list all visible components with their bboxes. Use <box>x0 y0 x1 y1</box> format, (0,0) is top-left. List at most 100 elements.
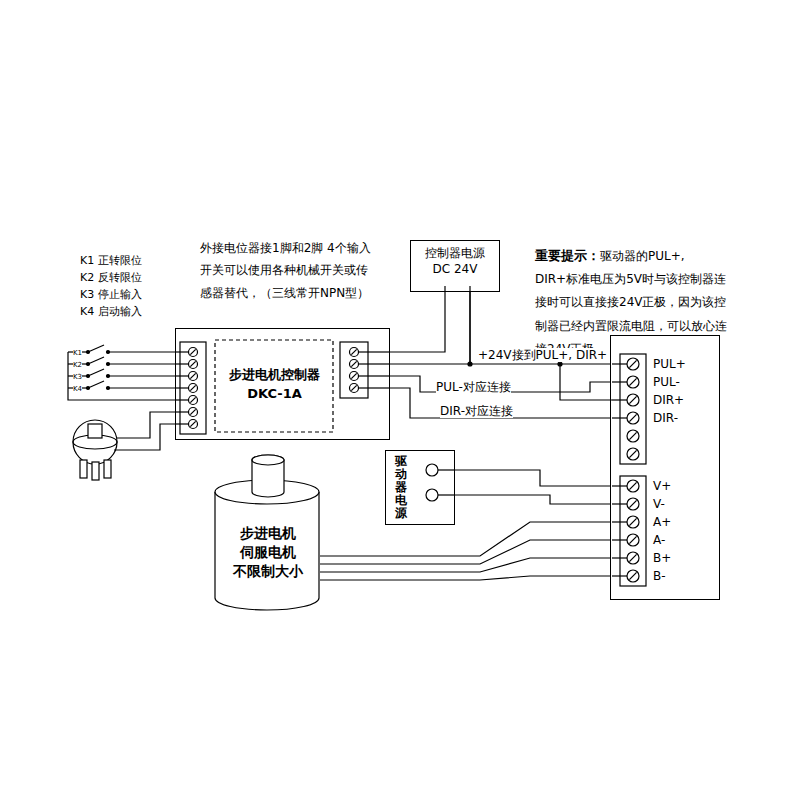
screw-slot <box>190 361 195 366</box>
switch-label-holder: K4 <box>73 377 82 395</box>
wiring-note-holder: 外接电位器接1脚和2脚 4个输入开关可以使用各种机械开关或传感器替代，（三线常开… <box>200 236 372 303</box>
switch-contact <box>87 387 90 390</box>
input-legend-line-holder: K2 反转限位 <box>80 267 200 285</box>
screw-slot <box>190 385 195 390</box>
switch-blade <box>88 381 104 388</box>
wire-label: PUL-对应连接 <box>436 380 511 394</box>
switch-blade <box>88 357 104 364</box>
driver-box: PUL+PUL-DIR+DIR-V+V-A+A-B+B- <box>610 335 720 600</box>
terminal-screw <box>189 384 198 393</box>
switch-contact <box>107 387 110 390</box>
switch-contact <box>87 375 90 378</box>
driver-power-box: 驱动器电源 <box>385 450 455 525</box>
wire <box>320 576 610 580</box>
terminal-lead <box>359 363 390 364</box>
terminal-screw <box>189 372 198 381</box>
pin-name: PUL+ <box>653 356 686 372</box>
screw-slot <box>190 349 195 354</box>
pin-name: PUL- <box>653 374 680 390</box>
screw-slot <box>351 373 356 378</box>
terminal-screw <box>426 489 438 501</box>
potentiometer-pin <box>92 462 99 480</box>
terminal-screw <box>189 420 198 429</box>
screw-slot <box>629 396 636 403</box>
terminal-screw <box>350 372 359 381</box>
motor: 步进电机 伺服电机 不限制大小 <box>215 505 320 600</box>
pin-name: DIR+ <box>653 392 684 408</box>
wire-label: DIR-对应连接 <box>440 404 513 418</box>
input-legend-line: K3 停止输入 <box>80 288 142 301</box>
terminal-lead <box>175 351 188 352</box>
notice-text: 驱动器的PUL+, DIR+标准电压为5V时与该控制器连接时可以直接接24V正极… <box>535 249 727 356</box>
node-text: 驱动器电源 <box>395 455 407 521</box>
screw-slot <box>190 409 195 414</box>
screw-slot <box>351 385 356 390</box>
screw-slot <box>629 414 636 421</box>
terminal-screw <box>627 534 639 546</box>
wire <box>390 292 445 352</box>
potentiometer-knob <box>88 424 102 438</box>
potentiometer-wire <box>114 424 175 450</box>
terminal-lead <box>612 575 627 576</box>
terminal-screw <box>627 570 639 582</box>
power-box: 控制器电源 DC 24V <box>410 240 500 292</box>
screw-slot <box>629 450 636 457</box>
terminal-screw <box>627 430 639 442</box>
terminal-lead <box>359 387 390 388</box>
terminal-screw <box>627 516 639 528</box>
switch-wire <box>108 375 175 376</box>
motor-shaft <box>252 455 284 497</box>
wire-label-holder: +24V接到PUL+, DIR+ <box>478 345 607 363</box>
wire-label-holder: PUL-对应连接 <box>436 377 511 395</box>
screw-slot <box>190 397 195 402</box>
notice-block: 重要提示：驱动器的PUL+, DIR+标准电压为5V时与该控制器连接时可以直接接… <box>535 243 727 359</box>
terminal-lead <box>359 375 390 376</box>
switch-label-holder: K2 <box>73 353 82 371</box>
terminal-lead <box>612 557 627 558</box>
motor-body <box>215 492 319 610</box>
screw-slot <box>629 572 636 579</box>
potentiometer-wire <box>117 412 175 438</box>
switch-wire <box>108 351 175 352</box>
potentiometer-pin <box>104 460 111 478</box>
screw-slot <box>190 373 195 378</box>
pin-name: V- <box>653 496 665 512</box>
terminal-screw <box>627 480 639 492</box>
switch-contact <box>107 375 110 378</box>
terminal-screw <box>627 358 639 370</box>
switch-contact <box>107 351 110 354</box>
terminal-lead <box>612 503 627 504</box>
switch-contact <box>87 351 90 354</box>
wire <box>455 470 610 486</box>
wire-label: +24V接到PUL+, DIR+ <box>478 348 607 362</box>
common-wire <box>68 352 175 400</box>
terminal-lead <box>612 363 627 364</box>
terminal-lead <box>612 399 627 400</box>
wire <box>320 540 610 564</box>
switch-contact <box>87 363 90 366</box>
screw-slot <box>190 421 195 426</box>
controller-board: 步进电机控制器 DKC-1A <box>175 328 390 440</box>
switch-label-holder: K3 <box>73 365 82 383</box>
terminal-screw <box>350 360 359 369</box>
wire <box>390 292 470 364</box>
input-legend-line-holder: K3 停止输入 <box>80 284 200 302</box>
terminal-screw <box>189 396 198 405</box>
wire <box>320 522 610 556</box>
motor-shaft-top <box>252 455 284 465</box>
terminal-block <box>620 476 646 586</box>
node-text: 步进电机控制器 DKC-1A <box>229 365 320 404</box>
terminal-lead <box>175 411 188 412</box>
terminal-screw <box>627 552 639 564</box>
pin-name: V+ <box>653 478 671 494</box>
screw-slot <box>629 500 636 507</box>
input-legend-line: K1 正转限位 <box>80 254 142 267</box>
screw-slot <box>629 518 636 525</box>
terminal-screw <box>627 498 639 510</box>
terminal-screw <box>627 448 639 460</box>
switch-contact <box>107 363 110 366</box>
screw-slot <box>351 361 356 366</box>
terminal-screw <box>189 360 198 369</box>
pin-name: DIR- <box>653 410 678 426</box>
screw-slot <box>629 432 636 439</box>
